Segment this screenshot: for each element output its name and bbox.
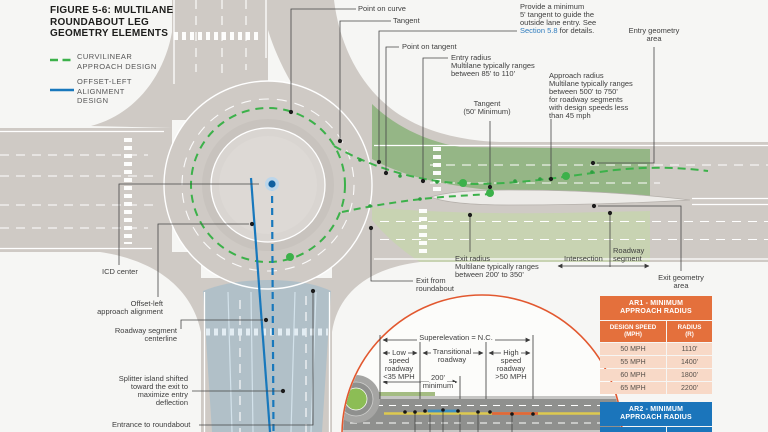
figure-title: FIGURE 5-6: MULTILANE ROUNDABOUT LEG GEO…	[50, 5, 174, 39]
callout-point-on-tangent: Point on tangent	[402, 42, 457, 51]
legend-swatches	[50, 58, 74, 92]
ar1-cell: 1110'	[667, 343, 712, 355]
callout-exit-from-roundabout: Exit from roundabout	[416, 276, 454, 293]
ar1-cell: 60 MPH	[600, 369, 666, 381]
ar1-table-title: AR1 - MINIMUM APPROACH RADIUS	[600, 296, 712, 320]
ar1-col-radius: RADIUS (R)	[667, 321, 712, 342]
inset-200-minimum-label: 200' minimum	[420, 373, 456, 390]
legend-item-curvilinear: CURVILINEAR APPROACH DESIGN	[77, 52, 157, 71]
ar1-cell: 50 MPH	[600, 343, 666, 355]
callout-intersection: Intersection	[564, 254, 603, 263]
leader-lines	[118, 8, 682, 426]
ar2-col-header-partial	[600, 427, 666, 432]
exit-geometry-area-shade	[372, 207, 650, 262]
curvilinear-path-small-points	[358, 158, 594, 208]
callout-exit-radius: Exit radius Multilane typically ranges b…	[455, 254, 539, 279]
callout-exit-geometry-area: Exit geometry area	[658, 273, 704, 290]
inset-superelevation-label: Superelevation = N.C.	[417, 333, 495, 342]
icd-center-point	[265, 177, 279, 191]
callout-icd-center: ICD center	[102, 267, 138, 276]
callout-provide-note: Provide a minimum 5' tangent to guide th…	[520, 2, 597, 35]
legend-item-offset-left: OFFSET-LEFT ALIGNMENT DESIGN	[77, 77, 132, 105]
ar1-col-design-speed: DESIGN SPEED (MPH)	[600, 321, 666, 342]
callout-approach-radius: Approach radius Multilane typically rang…	[549, 71, 633, 120]
inset-zone-high: High speed roadway >50 MPH	[493, 348, 529, 381]
ar1-cell: 55 MPH	[600, 356, 666, 368]
callout-splitter-island: Splitter island shifted toward the exit …	[118, 374, 188, 407]
callout-roadway-segment-centerline: Roadway segment centerline	[114, 326, 177, 343]
callout-entrance-to-roundabout: Entrance to roundabout	[112, 420, 191, 429]
ar2-table-title: AR2 - MINIMUM APPROACH RADIUS	[600, 402, 712, 426]
ar1-table: AR1 - MINIMUM APPROACH RADIUS DESIGN SPE…	[600, 296, 712, 394]
leader-dots	[249, 109, 613, 394]
entry-geometry-area-shade	[372, 104, 650, 201]
curvilinear-path-points	[286, 172, 570, 261]
callout-offset-left-alignment: Offset-left approach alignment	[97, 299, 163, 316]
callout-entry-radius: Entry radius Multilane typically ranges …	[451, 53, 535, 78]
section-5-8-link[interactable]: Section 5.8	[520, 26, 558, 35]
callout-entry-geometry-area: Entry geometry area	[628, 26, 680, 43]
south-leg-shade	[203, 280, 331, 432]
callout-tangent-50: Tangent (50' Minimum)	[463, 99, 511, 116]
callout-point-on-curve: Point on curve	[358, 4, 406, 13]
callout-roadway-segment: Roadway segment	[613, 246, 645, 263]
ar1-cell: 1400'	[667, 356, 712, 368]
inset-zone-transitional: Transitional roadway	[430, 347, 474, 364]
ar2-col-header-partial	[667, 427, 712, 432]
ar1-cell: 2200'	[667, 382, 712, 394]
callout-tangent-top: Tangent	[393, 16, 420, 25]
ar2-table: AR2 - MINIMUM APPROACH RADIUS	[600, 402, 712, 432]
ar1-cell: 65 MPH	[600, 382, 666, 394]
east-splitter-island	[430, 189, 691, 206]
ar1-cell: 1800'	[667, 369, 712, 381]
